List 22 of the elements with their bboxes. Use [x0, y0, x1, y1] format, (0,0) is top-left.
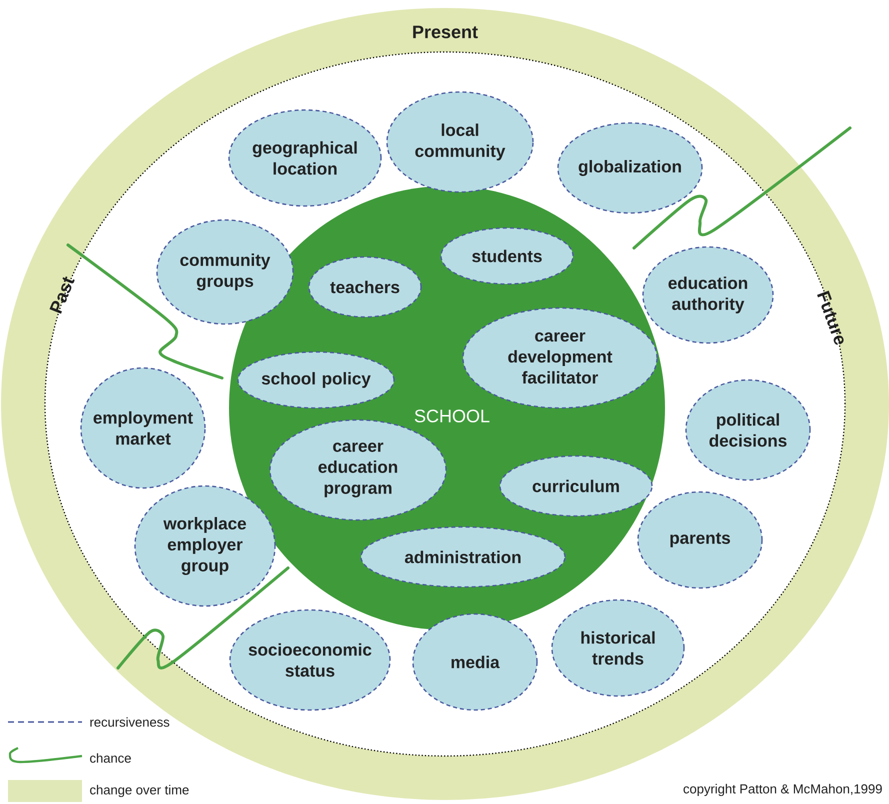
- legend-text: change over time: [90, 784, 189, 798]
- ellipse-bubble: geographical location: [228, 109, 382, 207]
- ellipse-bubble: globalization: [557, 122, 703, 214]
- copyright-note: copyright Patton & McMahon,1999: [684, 784, 882, 796]
- ellipse-bubble: parents: [637, 491, 763, 589]
- ellipse-bubble: employment market: [80, 367, 206, 489]
- ellipse-bubble: socioeconomic status: [229, 609, 391, 711]
- ellipse-bubble: community groups: [156, 219, 294, 325]
- legend-text: recursiveness: [90, 717, 170, 727]
- legend-text: chance: [90, 753, 131, 763]
- ellipse-bubble: local community: [386, 91, 534, 193]
- ellipse-bubble: school policy: [237, 351, 395, 409]
- ellipse-bubble: career development facilitator: [462, 307, 658, 409]
- ellipse-bubble: workplace employer group: [134, 485, 276, 607]
- ellipse-bubble: curriculum: [499, 455, 653, 517]
- ellipse-bubble: political decisions: [685, 379, 811, 481]
- ellipse-bubble: education authority: [642, 246, 774, 344]
- ellipse-bubble: media: [412, 613, 538, 711]
- ellipse-bubble: historical trends: [551, 599, 685, 697]
- ellipse-bubble: teachers: [308, 256, 422, 318]
- ellipse-bubble: administration: [360, 526, 566, 588]
- ellipse-bubble: students: [440, 227, 574, 285]
